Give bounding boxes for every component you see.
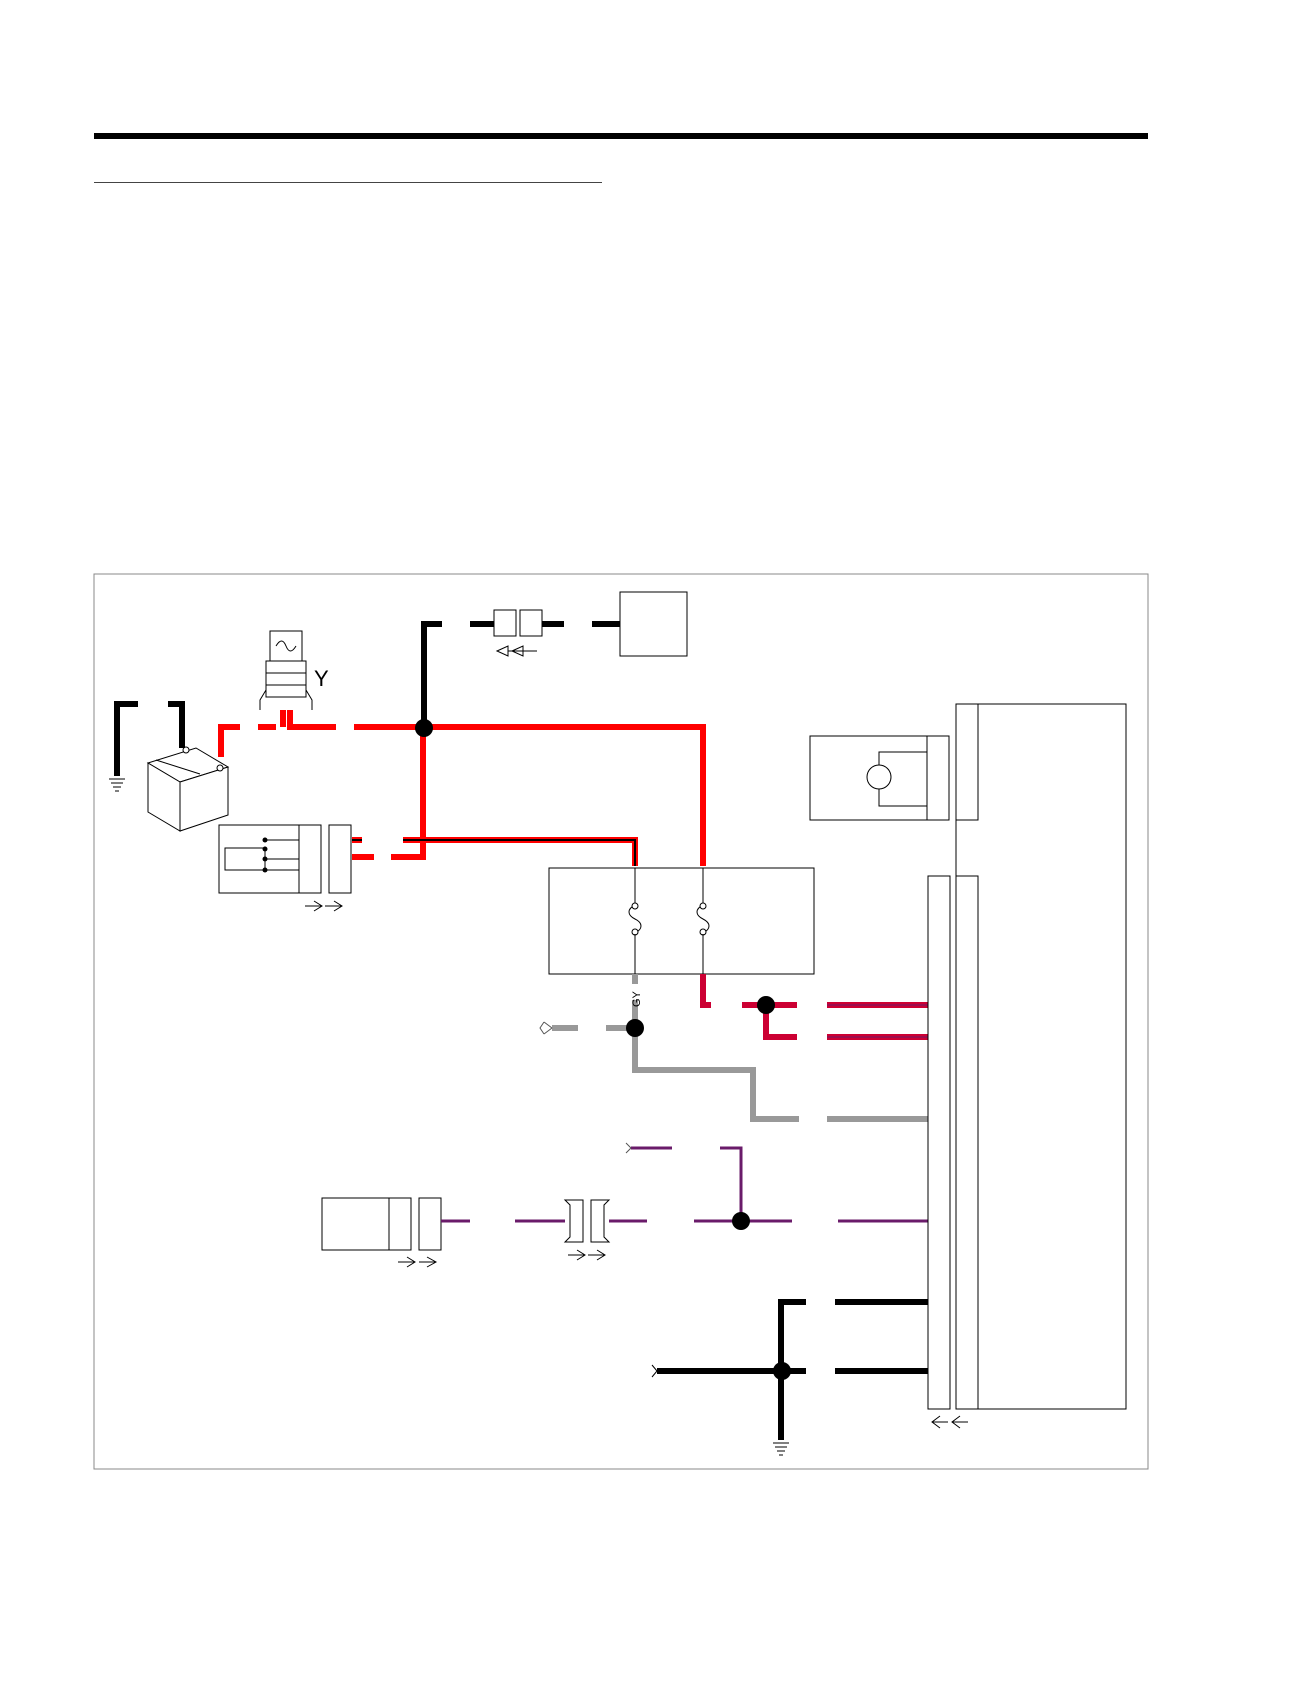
fuse-holder-color-label: Y [314, 666, 329, 691]
gray-wire-code-label: GY [631, 990, 643, 1007]
ground-symbol-battery [109, 778, 125, 792]
signal-continuation-arrow [625, 1142, 632, 1154]
splice-power [415, 719, 433, 737]
splice-signal [732, 1212, 750, 1230]
sensor-left [321, 1197, 442, 1268]
top-component [619, 591, 688, 657]
switch-module [218, 824, 352, 912]
splice-ground [773, 1362, 791, 1380]
indicator-unit [809, 735, 950, 821]
inline-connector-top [493, 609, 543, 657]
battery-negative-wire [168, 701, 185, 748]
fusible-link [259, 630, 313, 710]
splice-fused [757, 996, 775, 1014]
header-rule [94, 133, 1148, 139]
power-wires [218, 710, 706, 866]
ground-symbol-chassis [773, 1442, 789, 1456]
fused-power-wires [700, 974, 928, 1040]
diagram-frame [93, 573, 1149, 1470]
splice-gray [626, 1019, 644, 1037]
battery [146, 746, 230, 832]
ground-wires [657, 1299, 928, 1440]
gray-wires [552, 974, 928, 1122]
fuse-box [548, 867, 815, 975]
section-rule [94, 182, 602, 183]
ground-continuation-arrow [651, 1364, 658, 1378]
gray-continuation-arrow [539, 1021, 553, 1035]
upper-ground-wire [421, 621, 620, 727]
signal-wires [441, 1146, 928, 1223]
battery-ground-wire [114, 701, 138, 776]
red-black-wire [352, 837, 638, 866]
control-module [927, 703, 1127, 1429]
inline-connector-mid [563, 1199, 611, 1261]
